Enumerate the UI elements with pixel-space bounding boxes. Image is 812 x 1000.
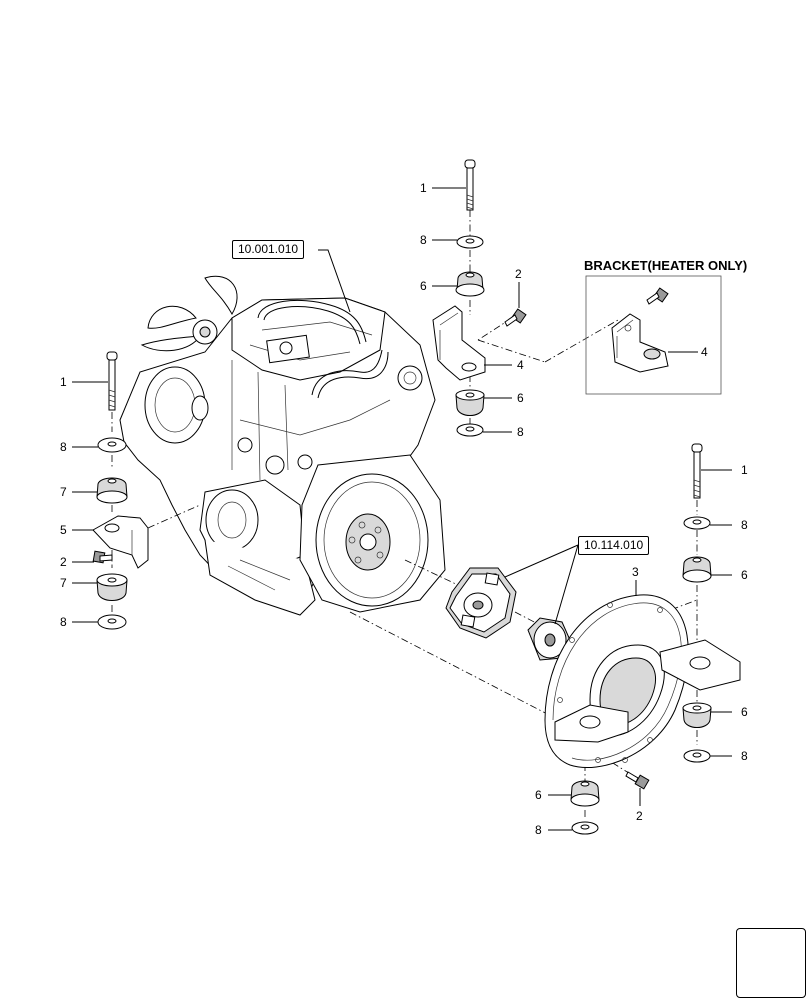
callout-left-bracket: 5 — [60, 523, 67, 537]
coupling-parts — [445, 567, 571, 661]
callout-right-bolt: 1 — [741, 463, 748, 477]
top-mount-parts — [432, 159, 527, 437]
engine-reference-label[interactable]: 10.001.010 — [232, 240, 305, 259]
callout-top-washer: 8 — [420, 233, 427, 247]
callout-left-washer: 8 — [60, 440, 67, 454]
callout-left-screw: 2 — [60, 555, 67, 569]
right-mount-parts — [682, 443, 712, 763]
callout-bottom-washer: 8 — [535, 823, 542, 837]
callout-left-washer-lower: 8 — [60, 615, 67, 629]
callout-top-cushion: 6 — [420, 279, 427, 293]
callout-top-cushion-lower: 6 — [517, 391, 524, 405]
bottom-mount-parts — [570, 771, 650, 835]
callout-right-washer: 8 — [741, 518, 748, 532]
callout-left-bolt: 1 — [60, 375, 67, 389]
heater-bracket-inset — [585, 275, 722, 395]
callout-top-screw: 2 — [515, 267, 522, 281]
heater-bracket-callout: 4 — [701, 345, 708, 359]
callout-top-washer-lower: 8 — [517, 425, 524, 439]
callout-left-cushion: 7 — [60, 485, 67, 499]
engine-assembly — [119, 275, 446, 616]
callout-top-bolt: 1 — [420, 181, 427, 195]
callout-left-cushion-lower: 7 — [60, 576, 67, 590]
back-navigation-button[interactable] — [736, 928, 806, 998]
callout-top-bracket: 4 — [517, 358, 524, 372]
housing-parts — [544, 594, 741, 769]
callout-housing: 3 — [632, 565, 639, 579]
heater-bracket-title: BRACKET(HEATER ONLY) — [584, 258, 748, 273]
leader-lines — [72, 187, 732, 831]
callout-bottom-cushion: 6 — [535, 788, 542, 802]
callout-right-washer-lower: 8 — [741, 749, 748, 763]
coupling-reference-label[interactable]: 10.114.010 — [578, 536, 650, 555]
callout-right-cushion-lower: 6 — [741, 705, 748, 719]
callout-right-cushion: 6 — [741, 568, 748, 582]
left-mount-parts — [92, 351, 149, 630]
callout-bottom-screw: 2 — [636, 809, 643, 823]
